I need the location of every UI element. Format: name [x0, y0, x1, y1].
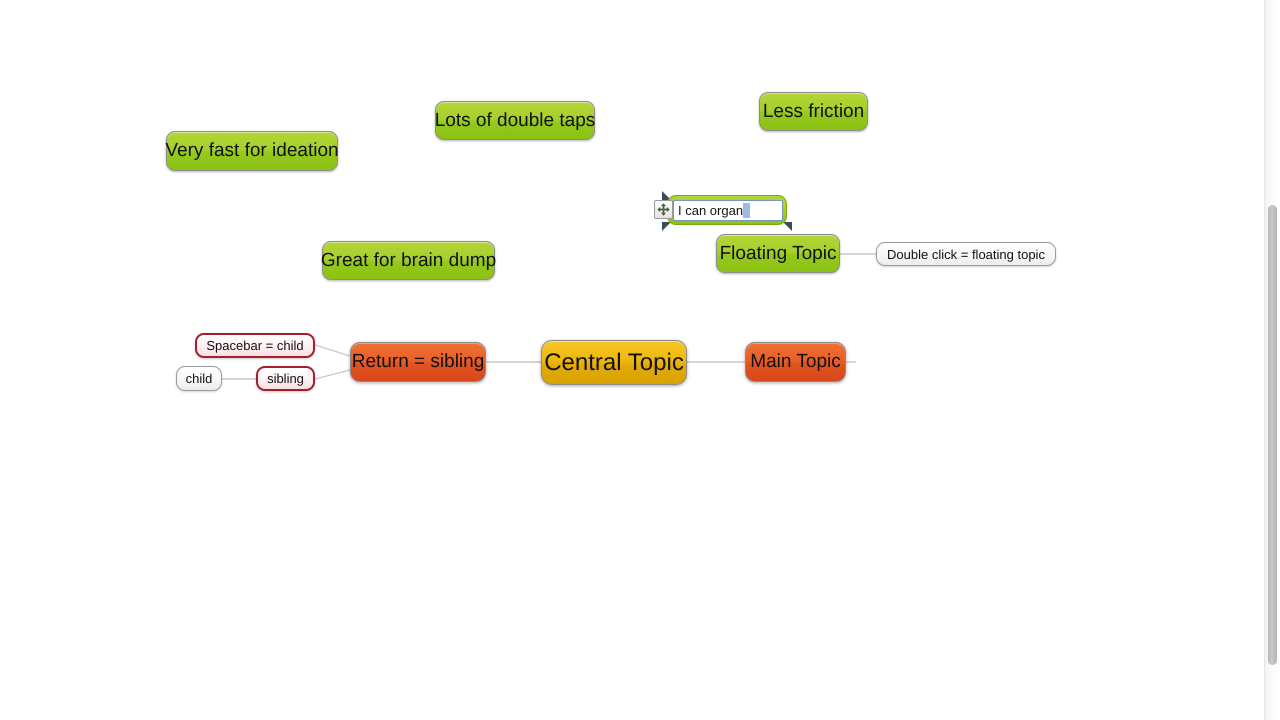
node-sibling[interactable]: sibling — [256, 366, 315, 391]
node-spacebar[interactable]: Spacebar = child — [195, 333, 315, 358]
node-double-taps[interactable]: Lots of double taps — [435, 101, 595, 140]
selection-handle-top-left[interactable] — [662, 191, 671, 200]
node-label: Double click = floating topic — [887, 246, 1045, 262]
selection-handle-bottom-left[interactable] — [662, 222, 671, 231]
node-label: Main Topic — [750, 351, 841, 372]
node-brain-dump[interactable]: Great for brain dump — [320, 241, 497, 280]
node-label: Great for brain dump — [320, 249, 497, 271]
node-label: Floating Topic — [719, 242, 837, 264]
node-less-friction[interactable]: Less friction — [759, 92, 868, 131]
connector-return-to-spacebar — [314, 344, 351, 357]
node-main-topic[interactable]: Main Topic — [745, 342, 846, 382]
node-return-sib[interactable]: Return = sibling — [350, 342, 486, 382]
node-floating[interactable]: Floating Topic — [716, 234, 840, 273]
node-child[interactable]: child — [176, 366, 222, 391]
node-label: child — [185, 371, 213, 386]
node-text-input[interactable]: I can organ — [673, 200, 783, 221]
selection-handle-bottom-right[interactable] — [783, 222, 792, 231]
node-dbl-click[interactable]: Double click = floating topic — [876, 242, 1056, 266]
node-label: sibling — [267, 371, 304, 386]
node-text-value: I can organ — [678, 203, 744, 218]
node-label: Less friction — [762, 100, 865, 122]
vertical-scrollbar-thumb[interactable] — [1268, 205, 1277, 665]
move-icon[interactable] — [654, 200, 673, 219]
node-label: Return = sibling — [351, 351, 485, 372]
node-label: Spacebar = child — [206, 338, 304, 353]
node-very-fast[interactable]: Very fast for ideation — [165, 131, 339, 171]
vertical-scrollbar[interactable] — [1264, 0, 1280, 720]
node-label: Very fast for ideation — [165, 140, 339, 161]
connector-return-to-sibling — [314, 369, 351, 380]
node-label: Lots of double taps — [434, 109, 596, 131]
text-caret — [743, 203, 751, 218]
node-label: Central Topic — [544, 348, 684, 376]
editing-node[interactable]: I can organ — [654, 191, 792, 231]
node-central[interactable]: Central Topic — [541, 340, 687, 385]
